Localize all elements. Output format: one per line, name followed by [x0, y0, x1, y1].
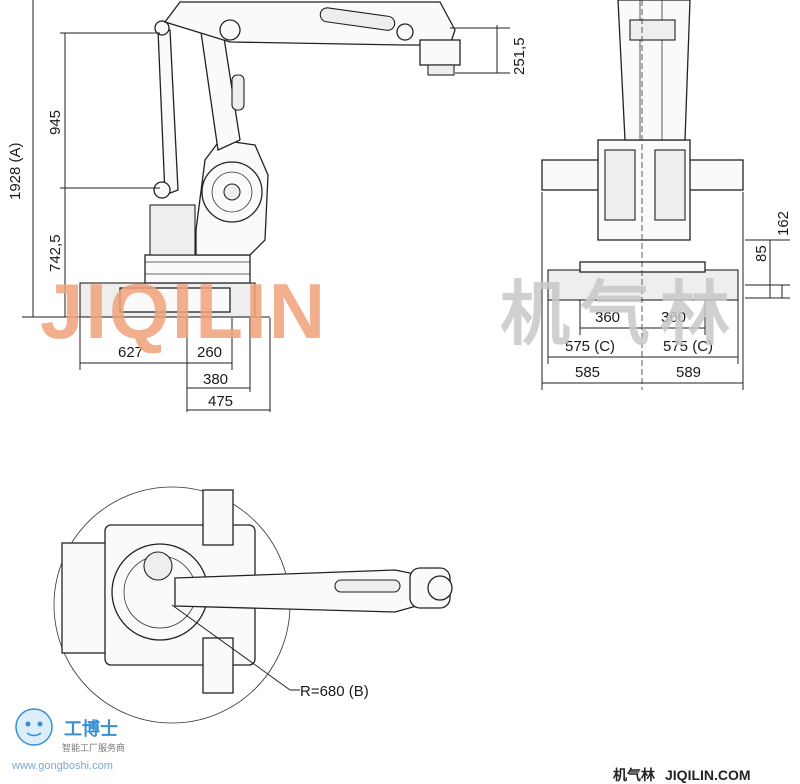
dim-mid-right: 575 (C)	[663, 338, 713, 355]
dim-wrist-offset: 251,5	[511, 37, 528, 75]
parallel-rod	[157, 29, 179, 196]
corner-cjk: 机气林	[613, 767, 655, 783]
side-view: 1928 (A) 945 742,5 251,5 627 260 380 475	[7, 0, 528, 412]
dim-inner-right: 360	[661, 309, 686, 326]
dim-upper-arm: 945	[47, 110, 64, 135]
right-motor	[687, 159, 744, 191]
corner-watermark: 机气林 JIQILIN.COM	[613, 767, 751, 783]
dim-total-height: 1928 (A)	[7, 142, 24, 200]
top-view: R=680 (B)	[53, 486, 453, 724]
dim-outer-left: 585	[575, 364, 600, 381]
dim-mid-left: 575 (C)	[565, 338, 615, 355]
mascot-icon	[15, 708, 53, 746]
dim-base-front: 260	[197, 344, 222, 361]
dim-base-height: 742,5	[47, 234, 64, 272]
watermark-cjk: 机气林	[500, 275, 740, 353]
dim-foot-height: 85	[753, 245, 770, 262]
watermark-latin: JIQILIN	[40, 267, 327, 355]
dim-inner-left: 360	[595, 309, 620, 326]
motor-block	[149, 204, 196, 256]
front-view: 85 162 360 360 575 (C) 575 (C) 585 589	[541, 0, 792, 390]
top-base-plate	[61, 542, 108, 654]
watermark-main: JIQILIN 机气林	[40, 267, 740, 355]
dim-rear-reach: 627	[118, 344, 143, 361]
corner-url: JIQILIN.COM	[665, 767, 751, 783]
left-motor	[541, 159, 601, 191]
gongboshi-logo: 工博士 智能工厂服务商 www.gongboshi.com	[11, 708, 125, 772]
top-motor-upper	[202, 489, 234, 546]
dim-outer-right: 589	[676, 364, 701, 381]
dim-front-base-height: 162	[775, 211, 792, 236]
dim-base-mid: 380	[203, 371, 228, 388]
logo-tagline: 智能工厂服务商	[62, 742, 125, 753]
dim-reach-radius: R=680 (B)	[300, 683, 369, 700]
logo-url: www.gongboshi.com	[11, 760, 113, 772]
logo-name: 工博士	[64, 718, 118, 739]
dim-base-full: 475	[208, 393, 233, 410]
